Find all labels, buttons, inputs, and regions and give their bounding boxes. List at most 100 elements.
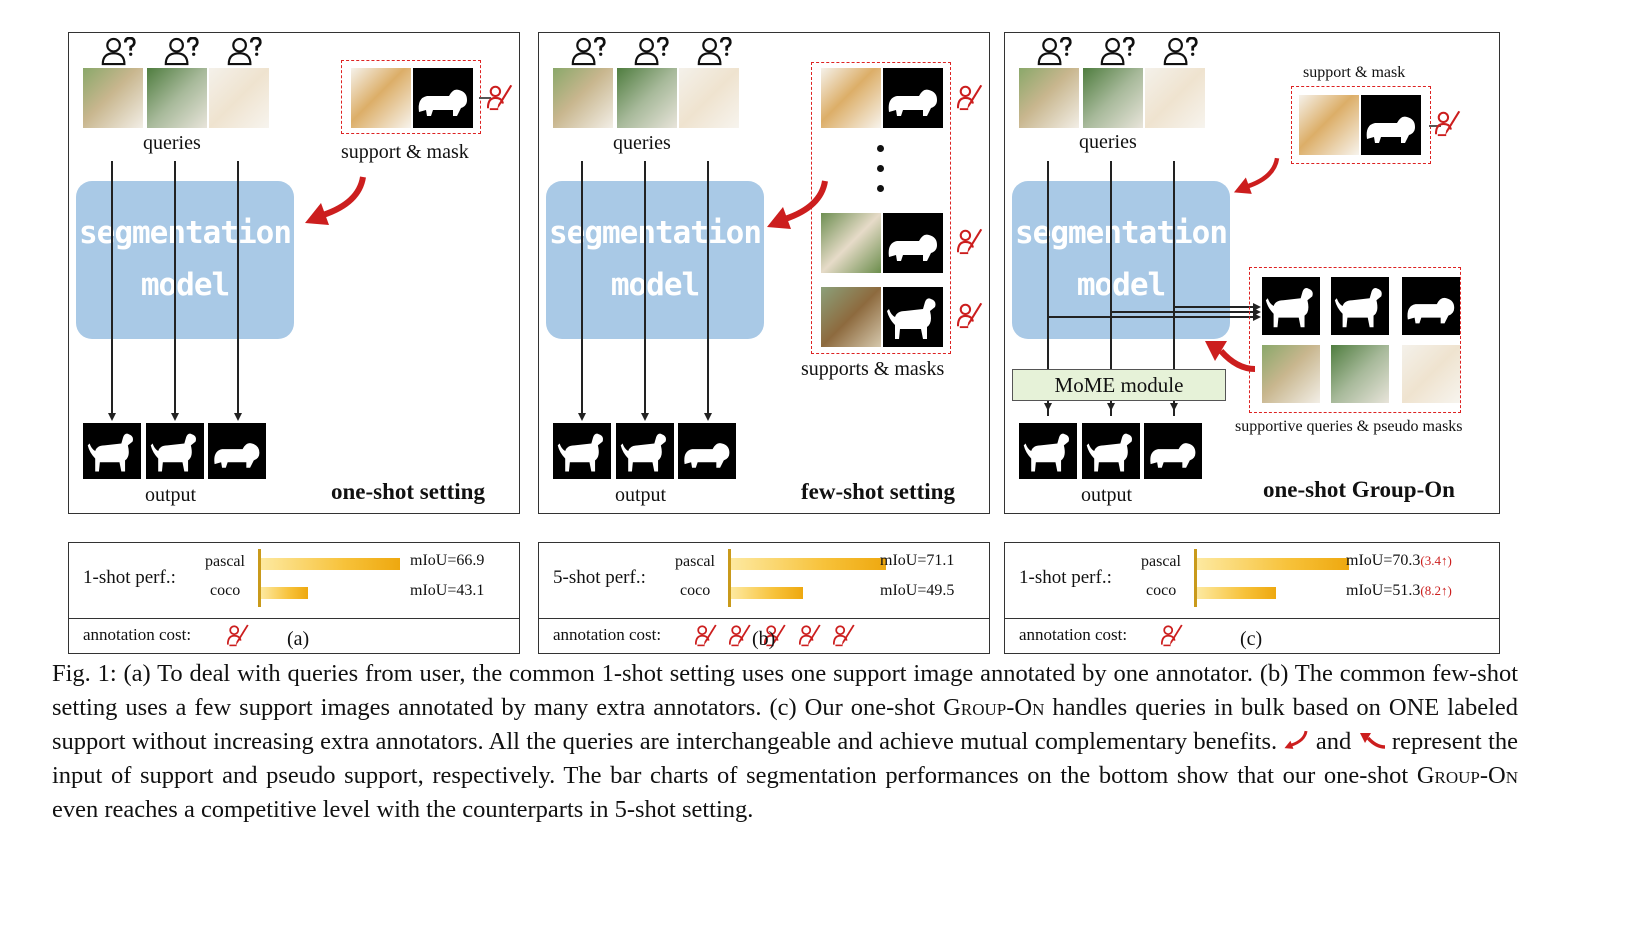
cost-label: annotation cost: — [83, 625, 192, 644]
pen-annotator-icon — [227, 623, 251, 647]
output-mask — [146, 423, 204, 479]
coco-bar — [731, 587, 803, 599]
support-image — [821, 68, 881, 128]
supportive-query-image — [1262, 345, 1320, 403]
pascal-label: pascal — [675, 553, 715, 570]
pseudo-mask — [1262, 277, 1320, 335]
pen-annotator-icon — [487, 83, 515, 111]
cost-panel-c: annotation cost: — [1004, 618, 1500, 654]
coco-value: mIoU=49.5 — [880, 582, 955, 599]
perf-panel-c: 1-shot perf.: pascal coco mIoU=70.3(3.4↑… — [1004, 542, 1500, 620]
pen-annotator-icon — [1435, 109, 1463, 137]
pascal-bar — [1197, 558, 1349, 570]
panel-b: queries supports & masks segmentation mo… — [538, 32, 990, 514]
sublabel-c: (c) — [1240, 628, 1263, 650]
pascal-label: pascal — [1141, 553, 1181, 570]
red-curved-arrow-icon — [305, 176, 366, 225]
support-image — [1299, 95, 1359, 155]
query-image — [679, 68, 739, 128]
query-image — [617, 68, 677, 128]
pen-annotator-icon — [957, 227, 985, 255]
output-mask — [1019, 423, 1077, 479]
coco-gain: (8.2↑) — [1420, 583, 1452, 598]
setting-label: one-shot Group-On — [1263, 477, 1455, 502]
support-image — [821, 213, 881, 273]
support-mask-label: support & mask — [1303, 64, 1406, 81]
output-label: output — [145, 484, 197, 506]
coco-bar — [261, 587, 308, 599]
red-reverse-arrow-icon — [1205, 341, 1256, 372]
pascal-value: mIoU=66.9 — [410, 552, 485, 569]
pascal-value: mIoU=71.1 — [880, 552, 955, 569]
cost-panel-b: annotation cost: — [538, 618, 990, 654]
mome-module: MoME module — [1012, 369, 1226, 401]
red-reverse-arrow-icon — [1359, 733, 1385, 749]
supports-masks-label: supports & masks — [801, 358, 945, 380]
coco-label: coco — [210, 582, 241, 599]
support-mask — [883, 213, 943, 273]
figure-caption: Fig. 1: (a) To deal with queries from us… — [52, 660, 1519, 823]
output-mask — [678, 423, 736, 479]
user-question-icon — [571, 37, 607, 66]
setting-label: few-shot setting — [801, 479, 955, 504]
user-question-icon — [164, 37, 200, 66]
coco-label: coco — [1146, 582, 1177, 599]
segmentation-model: segmentation model — [546, 181, 764, 339]
support-mask — [413, 68, 473, 128]
perf-label: 1-shot perf.: — [1019, 567, 1112, 588]
pen-annotator-icon — [957, 301, 985, 329]
pseudo-mask — [1402, 277, 1460, 335]
query-image — [1019, 68, 1079, 128]
support-mask — [1361, 95, 1421, 155]
coco-bar — [1197, 587, 1276, 599]
red-curved-arrow-icon — [1284, 730, 1308, 749]
group-on-name: Group-On — [1416, 762, 1518, 789]
user-question-icon — [697, 37, 733, 66]
query-image — [1145, 68, 1205, 128]
support-mask — [883, 287, 943, 347]
query-image — [83, 68, 143, 128]
output-route-line — [1047, 316, 1253, 318]
user-question-icon — [227, 37, 263, 66]
support-mask — [883, 68, 943, 128]
output-mask — [83, 423, 141, 479]
pen-annotator-icon — [957, 83, 985, 111]
support-mask-label: support & mask — [341, 141, 469, 163]
pascal-bar — [731, 558, 886, 570]
pen-annotator-icon — [695, 623, 719, 647]
query-image — [553, 68, 613, 128]
setting-label: one-shot setting — [331, 479, 485, 504]
pascal-label: pascal — [205, 553, 245, 570]
cost-label: annotation cost: — [1019, 625, 1128, 644]
output-mask — [553, 423, 611, 479]
pseudo-mask — [1331, 277, 1389, 335]
output-label: output — [615, 484, 667, 506]
perf-label: 5-shot perf.: — [553, 567, 646, 588]
panel-c: queries support & mask segmentation mode… — [1004, 32, 1500, 514]
query-image — [1083, 68, 1143, 128]
sublabel-a: (a) — [287, 628, 310, 650]
cost-panel-a: annotation cost: — [68, 618, 520, 654]
output-mask — [1082, 423, 1140, 479]
perf-label: 1-shot perf.: — [83, 567, 176, 588]
output-route-line — [1173, 306, 1253, 308]
coco-value: mIoU=51.3(8.2↑) — [1346, 582, 1452, 599]
supportive-queries-group — [1249, 267, 1461, 413]
segmentation-model: segmentation model — [76, 181, 294, 339]
coco-value: mIoU=43.1 — [410, 582, 485, 599]
queries-label: queries — [143, 132, 201, 154]
pascal-value: mIoU=70.3(3.4↑) — [1346, 552, 1452, 569]
pen-annotator-icon — [833, 623, 857, 647]
output-route-line — [1110, 311, 1253, 313]
support-image — [821, 287, 881, 347]
cost-label: annotation cost: — [553, 625, 662, 644]
output-mask — [1144, 423, 1202, 479]
user-question-icon — [1163, 37, 1199, 66]
query-image — [209, 68, 269, 128]
queries-label: queries — [1079, 131, 1137, 153]
group-on-name: Group-On — [943, 694, 1045, 721]
supportive-query-image — [1331, 345, 1389, 403]
sublabel-b: (b) — [752, 628, 776, 650]
user-question-icon — [634, 37, 670, 66]
user-question-icon — [101, 37, 137, 66]
